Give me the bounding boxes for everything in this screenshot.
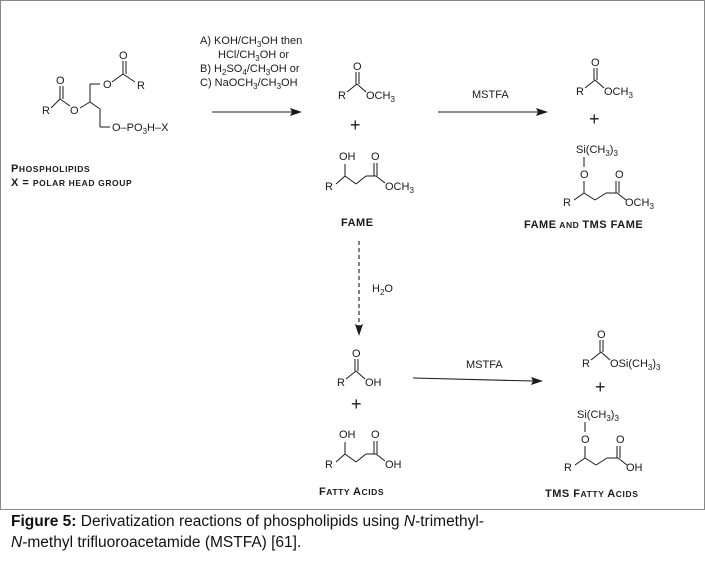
mstfa-label-bottom: MSTFA	[466, 359, 503, 371]
x-polar-head-group-label: X = POLAR HEAD GROUP	[11, 177, 132, 189]
atom-r: R	[564, 462, 572, 474]
tms-fame-silyl-ester: Si(CH3)3 O O R OCH3	[563, 144, 654, 211]
condition-c: C) NaOCH3/CH3OH	[200, 77, 298, 91]
fatty-acids-label: FATTY ACIDS	[319, 486, 384, 498]
caption-text: Derivatization reactions of phospholipid…	[76, 513, 404, 530]
fame-hydroxy-ester: OH O R OCH3	[325, 151, 414, 195]
fatty-acid-hydroxy: OH O R OH	[325, 429, 402, 471]
fame-and-tms-fame-label: FAME AND TMS FAME	[524, 219, 643, 231]
phospholipid-structure: R O O O O R O–PO3H–X	[42, 50, 169, 136]
arrow-transesterification	[212, 108, 302, 116]
tms-fatty-acid-hydroxy: Si(CH3)3 O O R OH	[564, 409, 643, 474]
condition-a-line2: HCl/CH3OH or	[218, 49, 289, 63]
tms-fatty-acids-label: TMS FATTY ACIDS	[545, 488, 638, 500]
caption-text: -methyl trifluoroacetamide (MSTFA) [61].	[22, 534, 302, 551]
atom-o: O	[70, 105, 79, 117]
atom-r: R	[325, 459, 333, 471]
condition-b: B) H2SO4/CH3OH or	[200, 63, 300, 77]
atom-o: O	[352, 348, 361, 360]
atom-r: R	[337, 377, 345, 389]
atom-r: R	[325, 181, 333, 193]
plus-sign: +	[351, 394, 362, 414]
atom-oh: OH	[626, 462, 643, 474]
fame-label: FAME	[341, 217, 374, 229]
caption-italic: N	[403, 513, 416, 530]
figure-border	[0, 0, 705, 510]
tms-fame-methyl-ester: O R OCH3	[576, 57, 633, 100]
atom-o: O	[371, 429, 380, 441]
fatty-acid-simple: O R OH	[337, 348, 382, 389]
atom-r: R	[582, 358, 590, 370]
figure-caption: Figure 5: Derivatization reactions of ph…	[11, 511, 701, 553]
caption-italic: N	[11, 534, 23, 551]
atom-oh: OH	[339, 429, 356, 441]
atom-och3: OCH3	[625, 197, 654, 211]
water-label: H2O	[372, 283, 393, 297]
mstfa-label-top: MSTFA	[472, 89, 509, 101]
atom-oh: OH	[365, 377, 382, 389]
atom-o: O	[353, 61, 362, 73]
atom-o: O	[371, 151, 380, 163]
plus-sign: +	[350, 115, 361, 135]
plus-sign: +	[595, 377, 606, 397]
atom-o: O	[580, 169, 589, 181]
atom-o: O	[597, 329, 606, 341]
caption-label: Figure 5:	[11, 513, 77, 530]
atom-r: R	[576, 86, 584, 98]
atom-oh: OH	[339, 151, 356, 163]
fame-methyl-ester: O R OCH3	[338, 61, 395, 104]
atom-oh: OH	[385, 459, 402, 471]
phospholipids-label: PHOSPHOLIPIDS	[11, 163, 90, 175]
plus-sign: +	[589, 109, 600, 129]
atom-r: R	[338, 90, 346, 102]
atom-o: O	[119, 50, 128, 62]
atom-r: R	[563, 197, 571, 209]
atom-o: O	[56, 75, 65, 87]
atom-osi-ch3-3: OSi(CH3)3	[610, 358, 661, 372]
arrow-hydrolysis	[355, 241, 363, 336]
atom-o: O	[615, 169, 624, 181]
caption-text: -trimethyl-	[415, 513, 484, 530]
atom-och3: OCH3	[604, 86, 633, 100]
atom-o: O	[581, 434, 590, 446]
arrow-mstfa-top	[438, 108, 548, 116]
atom-si-ch3-3: Si(CH3)3	[577, 409, 619, 423]
atom-r: R	[137, 80, 145, 92]
condition-a-line1: A) KOH/CH3OH then	[200, 35, 302, 49]
phosphate-group: O–PO3H–X	[112, 122, 169, 136]
reaction-conditions-abc: A) KOH/CH3OH then HCl/CH3OH or B) H2SO4/…	[200, 35, 302, 91]
atom-och3: OCH3	[366, 90, 395, 104]
atom-si-ch3-3: Si(CH3)3	[576, 144, 618, 158]
atom-r: R	[42, 105, 50, 117]
tms-fatty-acid-silyl-ester: O R OSi(CH3)3	[582, 329, 661, 372]
atom-o: O	[591, 57, 600, 69]
arrow-mstfa-bottom	[412, 377, 543, 385]
atom-o: O	[103, 79, 112, 91]
atom-o: O	[616, 434, 625, 446]
atom-och3: OCH3	[385, 181, 414, 195]
reaction-scheme: R O O O O R O–PO3H–X PHOSPHOLIPIDS X = P…	[0, 0, 705, 510]
